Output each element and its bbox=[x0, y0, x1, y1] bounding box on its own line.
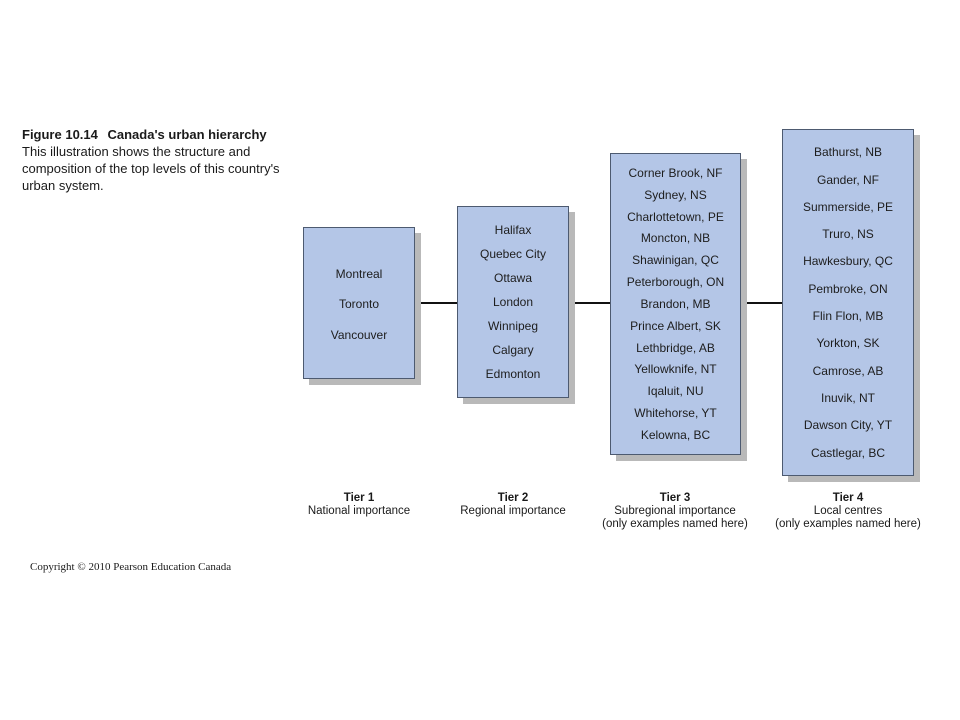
tier-name: Tier 1 bbox=[343, 492, 375, 504]
copyright-notice: Copyright © 2010 Pearson Education Canad… bbox=[30, 561, 232, 573]
tier-description: Regional importance bbox=[460, 505, 566, 517]
tier-name: Tier 3 bbox=[659, 492, 691, 504]
city-label: Yorkton, SK bbox=[816, 336, 880, 351]
city-label: Lethbridge, AB bbox=[636, 340, 715, 355]
city-label: Truro, NS bbox=[822, 227, 874, 242]
tier-description: Subregional importance bbox=[614, 505, 736, 517]
city-label: Inuvik, NT bbox=[820, 390, 875, 405]
connector-tier3-tier4 bbox=[740, 302, 783, 304]
city-label: London bbox=[492, 295, 534, 309]
city-label: Halifax bbox=[494, 223, 532, 237]
figure-caption: Figure 10.14 Canada's urban hierarchy Th… bbox=[22, 126, 282, 194]
tier-name: Tier 4 bbox=[832, 492, 864, 504]
connector-tier2-tier3 bbox=[568, 302, 611, 304]
tier-2-label: Tier 2 Regional importance bbox=[448, 492, 578, 518]
figure-title: Canada's urban hierarchy bbox=[107, 127, 267, 142]
city-label: Shawinigan, QC bbox=[632, 253, 719, 268]
city-label: Castlegar, BC bbox=[810, 445, 886, 460]
tier-2-box: Halifax Quebec City Ottawa London Winnip… bbox=[457, 206, 569, 398]
tier-4-box: Bathurst, NB Gander, NF Summerside, PE T… bbox=[782, 129, 914, 476]
city-label: Summerside, PE bbox=[802, 199, 894, 214]
city-label: Toronto bbox=[338, 297, 380, 311]
city-label: Corner Brook, NF bbox=[628, 165, 723, 180]
city-label: Kelowna, BC bbox=[640, 427, 711, 442]
city-label: Whitehorse, YT bbox=[634, 406, 717, 421]
tier-name: Tier 2 bbox=[497, 492, 529, 504]
connector-tier1-tier2 bbox=[414, 302, 458, 304]
city-label: Camrose, AB bbox=[812, 363, 884, 378]
city-label: Quebec City bbox=[479, 247, 547, 261]
tier-1-label: Tier 1 National importance bbox=[298, 492, 420, 518]
tier-3-label: Tier 3 Subregional importance (only exam… bbox=[590, 492, 760, 531]
tier-4-label: Tier 4 Local centres (only examples name… bbox=[763, 492, 933, 531]
city-label: Sydney, NS bbox=[644, 187, 707, 202]
city-label: Ottawa bbox=[493, 271, 532, 285]
figure-label: Figure 10.14 bbox=[22, 127, 98, 142]
city-label: Flin Flon, MB bbox=[812, 309, 884, 324]
city-label: Calgary bbox=[492, 343, 534, 357]
city-label: Yellowknife, NT bbox=[634, 362, 717, 377]
city-label: Moncton, NB bbox=[640, 231, 711, 246]
city-label: Prince Albert, SK bbox=[630, 318, 721, 333]
city-label: Bathurst, NB bbox=[813, 145, 883, 160]
city-label: Brandon, MB bbox=[640, 296, 711, 311]
city-label: Winnipeg bbox=[487, 319, 539, 333]
city-label: Edmonton bbox=[485, 367, 541, 381]
tier-description: National importance bbox=[307, 505, 411, 517]
city-label: Hawkesbury, QC bbox=[803, 254, 893, 269]
city-label: Vancouver bbox=[330, 327, 388, 342]
tier-note: (only examples named here) bbox=[775, 518, 921, 530]
city-label: Iqaluit, NU bbox=[647, 384, 704, 399]
city-label: Montreal bbox=[335, 266, 383, 281]
tier-note: (only examples named here) bbox=[602, 518, 748, 530]
tier-3-box: Corner Brook, NF Sydney, NS Charlottetow… bbox=[610, 153, 741, 455]
city-label: Gander, NF bbox=[816, 172, 880, 187]
figure-description: This illustration shows the structure an… bbox=[22, 144, 280, 193]
city-label: Dawson City, YT bbox=[803, 418, 893, 433]
tier-1-box: Montreal Toronto Vancouver bbox=[303, 227, 415, 379]
city-label: Charlottetown, PE bbox=[627, 209, 724, 224]
city-label: Peterborough, ON bbox=[626, 275, 725, 290]
city-label: Pembroke, ON bbox=[808, 281, 888, 296]
tier-description: Local centres bbox=[813, 505, 883, 517]
